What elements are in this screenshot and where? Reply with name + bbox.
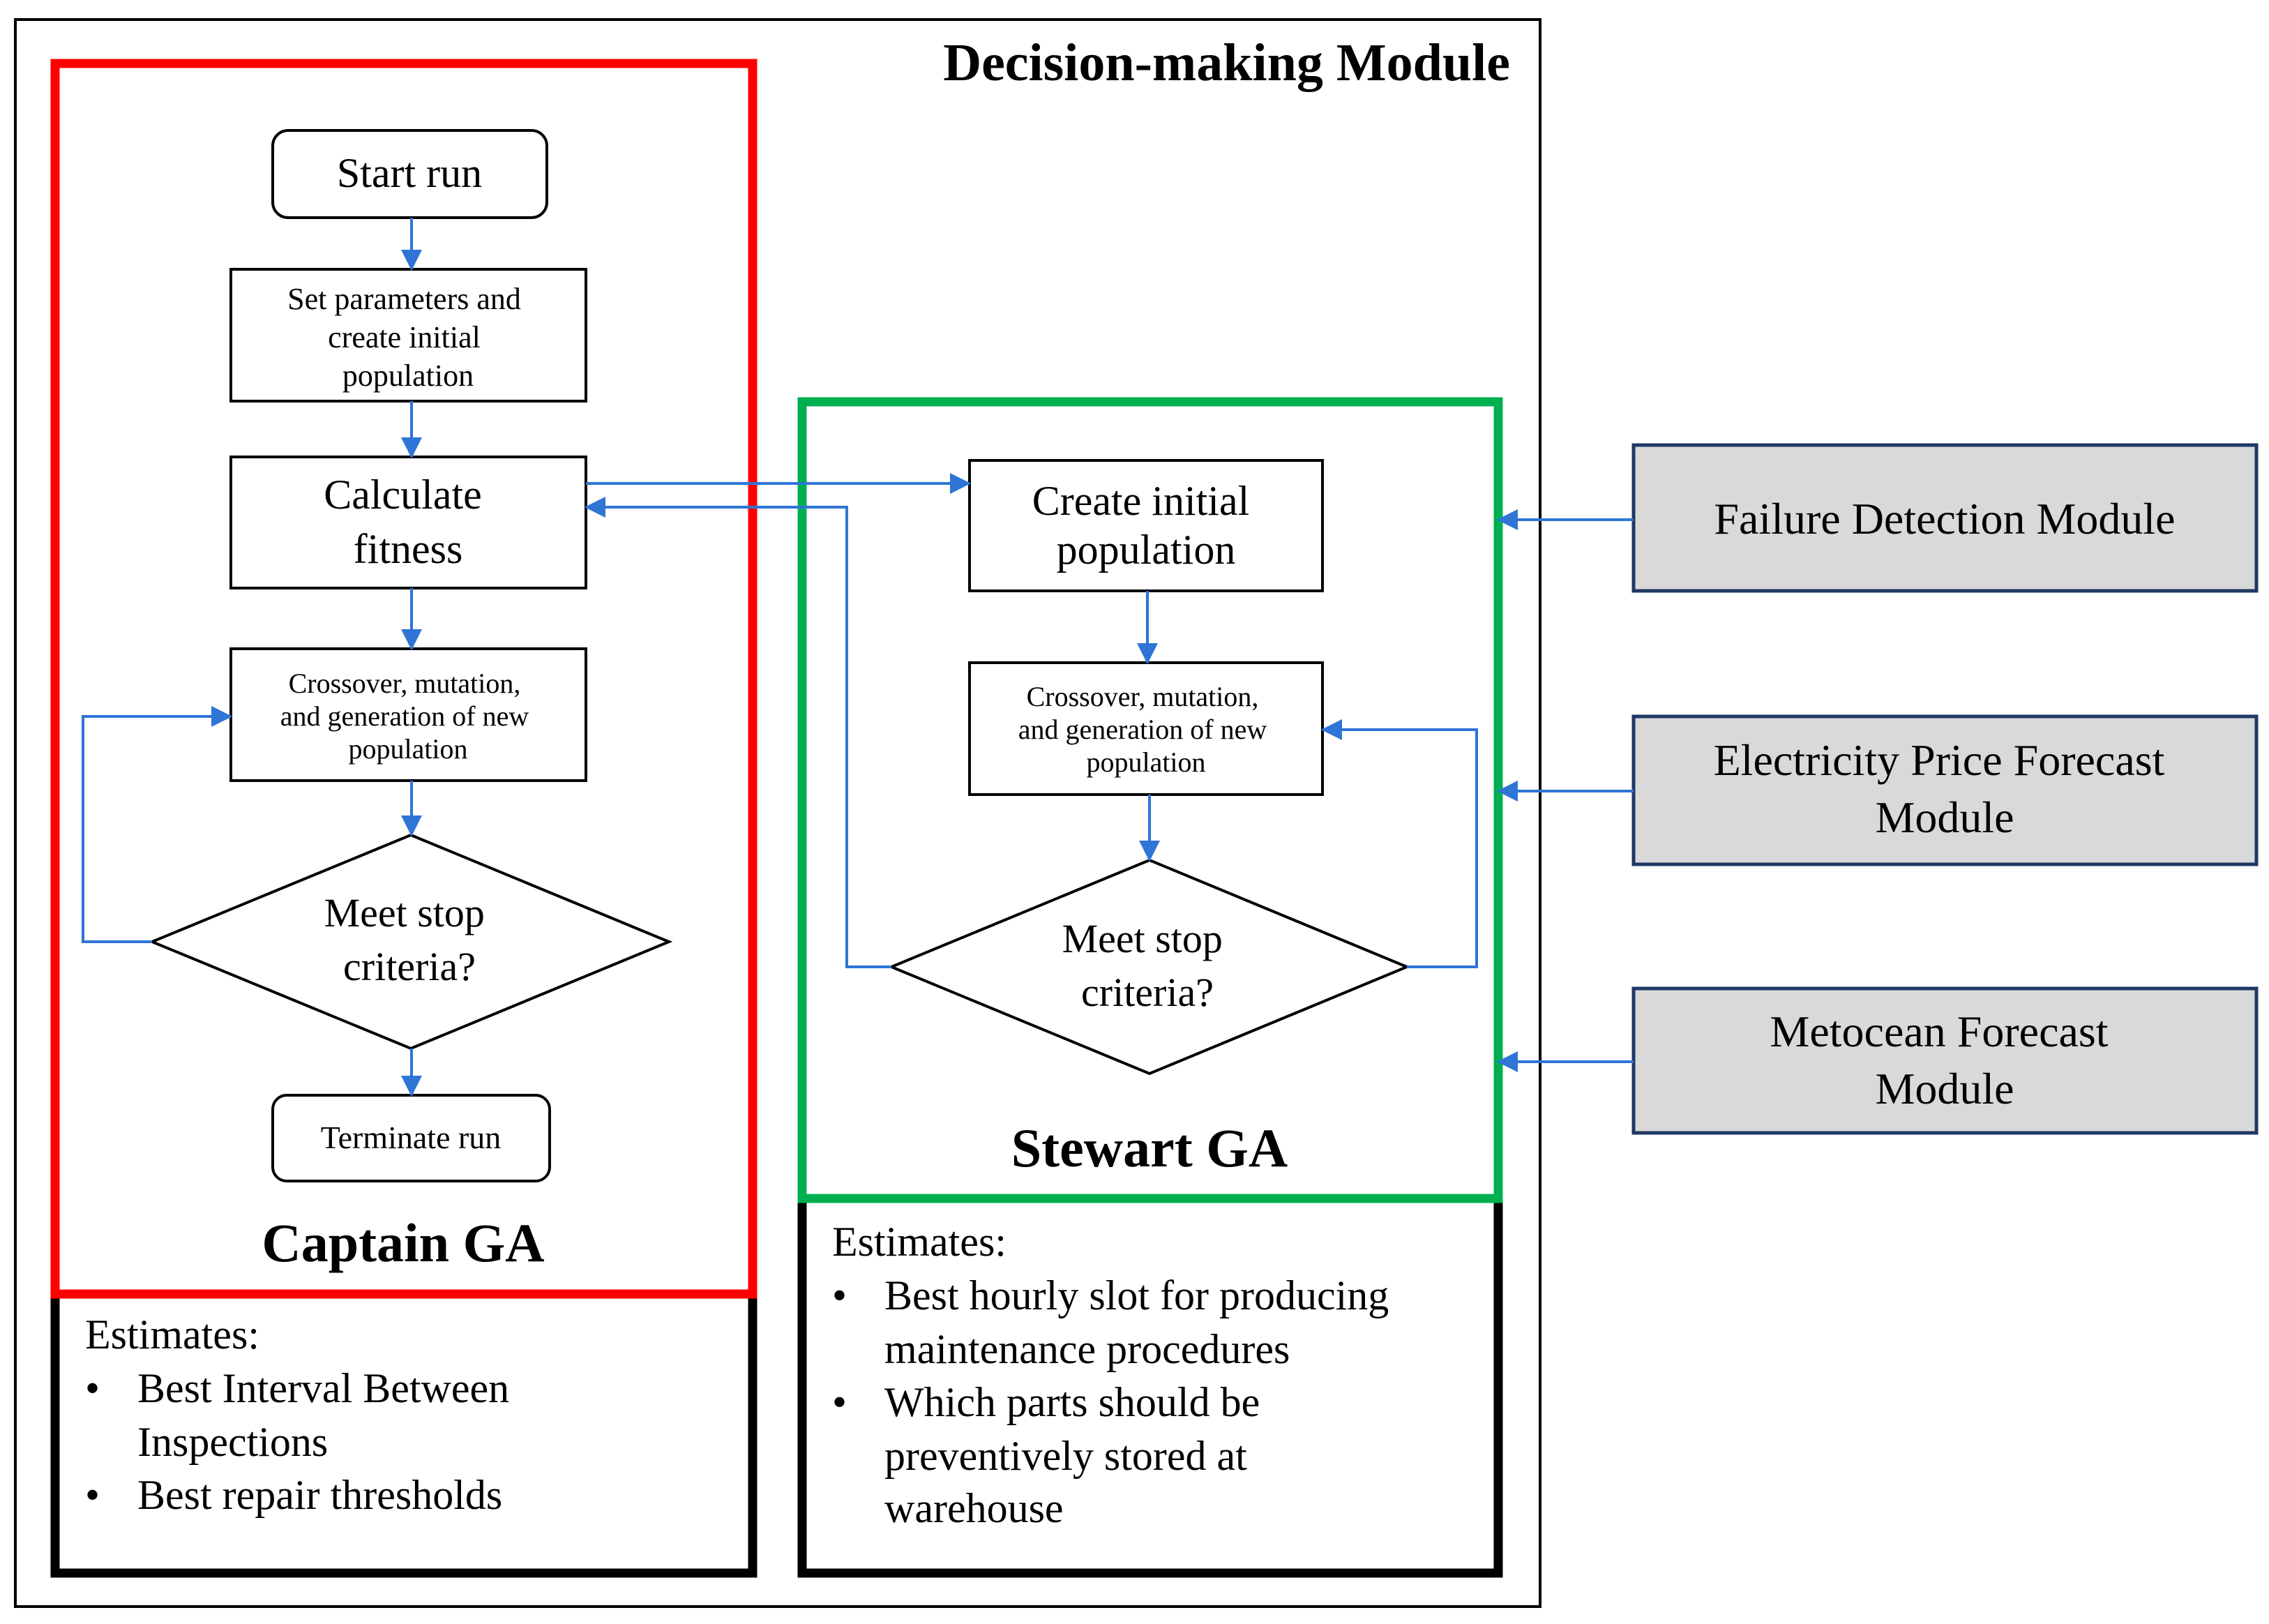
captain-loop-arrow xyxy=(82,706,232,943)
stewart-estimates-heading: Estimates: xyxy=(832,1219,1007,1265)
module-title: Decision-making Module xyxy=(943,33,1510,92)
stewart-decision-label: Meet stop criteria? xyxy=(1062,916,1233,1015)
calculate-fitness-node xyxy=(229,456,587,589)
captain-estimates-heading: Estimates: xyxy=(85,1311,259,1358)
calculate-fitness-label: Calculate fitness xyxy=(324,472,492,572)
stewart-bullet-1: • xyxy=(832,1272,847,1318)
decision-module-frame xyxy=(14,18,1541,1608)
arrow-stewart-to-fitness xyxy=(585,497,891,968)
stewart-crossover-node xyxy=(968,661,1324,796)
stewart-title: Stewart GA xyxy=(1011,1118,1288,1178)
failure-detection-module xyxy=(1631,443,2259,593)
stewart-estimate-2: Which parts should be preventively store… xyxy=(884,1379,1270,1531)
electricity-price-module xyxy=(1631,714,2259,866)
electricity-price-label: Electricity Price Forecast Module xyxy=(1714,735,2176,842)
stewart-crossover-label: Crossover, mutation, and generation of n… xyxy=(1018,681,1274,778)
captain-estimate-2: Best repair thresholds xyxy=(137,1472,502,1518)
captain-frame xyxy=(50,59,757,1299)
captain-bullet-2: • xyxy=(85,1472,100,1518)
start-run-node xyxy=(271,129,548,219)
stewart-estimate-1: Best hourly slot for producing maintenan… xyxy=(884,1272,1399,1372)
connectors xyxy=(82,218,1634,1097)
stewart-bullet-2: • xyxy=(832,1379,847,1425)
metocean-forecast-label: Metocean Forecast Module xyxy=(1770,1007,2119,1113)
captain-title: Captain GA xyxy=(262,1212,544,1273)
start-run-label: Start run xyxy=(337,150,482,196)
failure-detection-label: Failure Detection Module xyxy=(1714,494,2175,543)
set-parameters-label: Set parameters and create initial popula… xyxy=(287,282,529,393)
create-population-label: Create initial population xyxy=(1032,478,1260,573)
captain-decision-label: Meet stop criteria? xyxy=(324,890,495,989)
stewart-decision-node xyxy=(887,858,1411,1076)
captain-estimate-1: Best Interval Between Inspections xyxy=(137,1365,520,1465)
captain-crossover-label: Crossover, mutation, and generation of n… xyxy=(280,668,536,765)
captain-bullet-1: • xyxy=(85,1365,100,1411)
stewart-loop-arrow xyxy=(1321,719,1478,968)
captain-decision-node xyxy=(148,833,673,1051)
create-population-node xyxy=(968,459,1324,592)
terminate-run-label: Terminate run xyxy=(321,1120,502,1155)
